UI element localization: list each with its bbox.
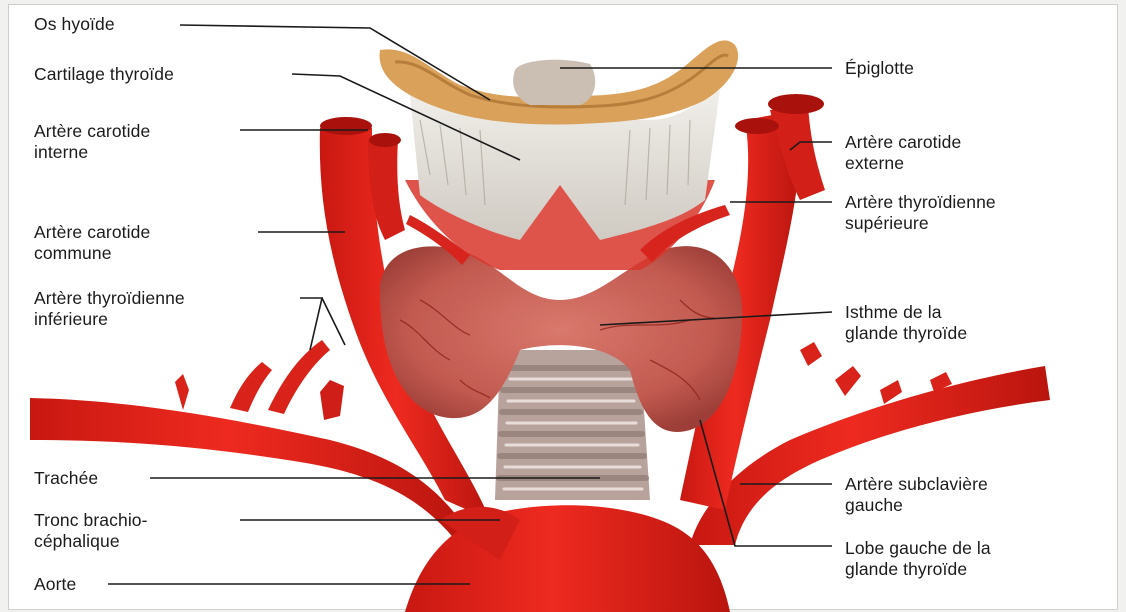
label-artere-carotide-commune: Artère carotide commune bbox=[34, 222, 150, 264]
label-aorte: Aorte bbox=[34, 574, 76, 595]
leader-thyroidienne-inferieure-2 bbox=[322, 298, 345, 345]
label-lobe-gauche-glande-thyroide: Lobe gauche de la glande thyroïde bbox=[845, 538, 991, 580]
larynx bbox=[380, 40, 739, 270]
label-artere-carotide-externe: Artère carotide externe bbox=[845, 132, 961, 174]
label-artere-thyroidienne-superieure: Artère thyroïdienne supérieure bbox=[845, 192, 996, 234]
label-epiglotte: Épiglotte bbox=[845, 58, 914, 79]
label-cartilage-thyroide: Cartilage thyroïde bbox=[34, 64, 174, 85]
label-os-hyoide: Os hyoïde bbox=[34, 14, 115, 35]
aortic-arch bbox=[405, 505, 730, 612]
label-artere-carotide-interne: Artère carotide interne bbox=[34, 121, 150, 163]
label-artere-subclaviere-gauche: Artère subclavière gauche bbox=[845, 474, 988, 516]
label-artere-thyroidienne-inferieure: Artère thyroïdienne inférieure bbox=[34, 288, 185, 330]
label-isthme-glande-thyroide: Isthme de la glande thyroïde bbox=[845, 302, 967, 344]
label-trachee: Trachée bbox=[34, 468, 98, 489]
leader-thyroidienne-inferieure bbox=[300, 298, 322, 350]
label-tronc-brachiocephalique: Tronc brachio- céphalique bbox=[34, 510, 148, 552]
